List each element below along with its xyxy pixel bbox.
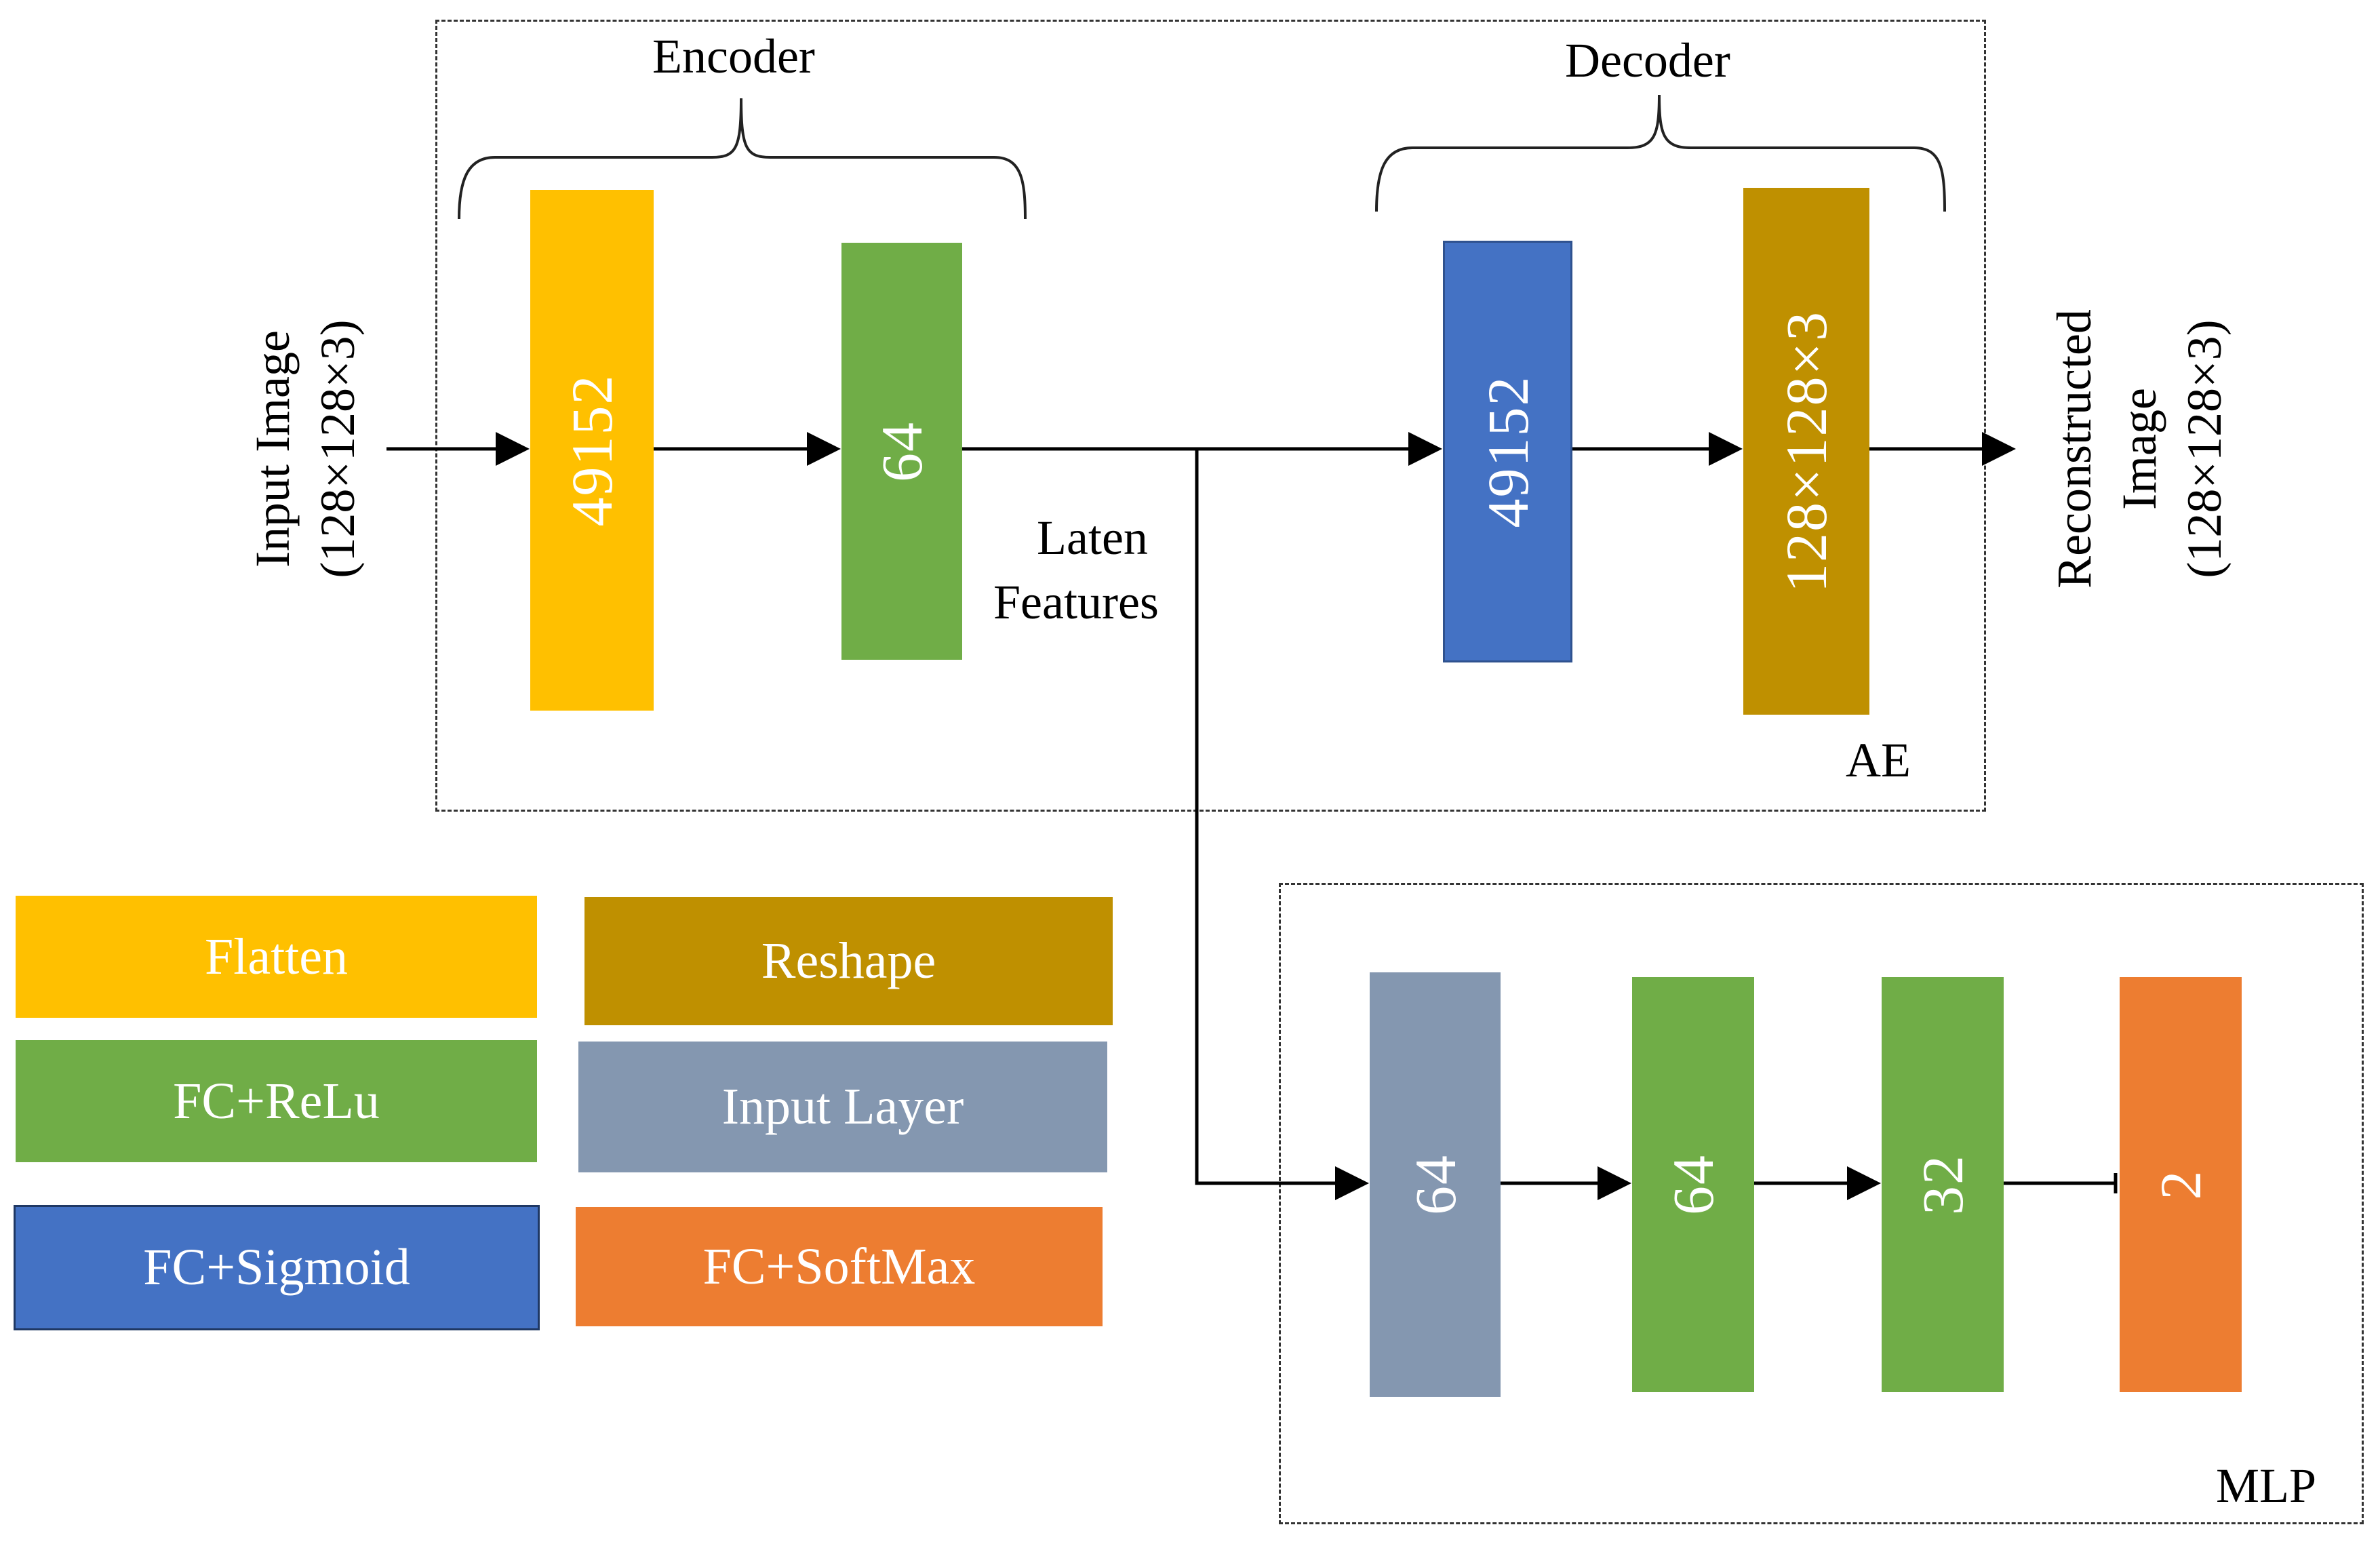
mlp-layer-hidden-2-label: 32 (1910, 1154, 1975, 1215)
legend-reshape-label: Reshape (761, 932, 936, 989)
legend-fc-relu: FC+ReLu (16, 1040, 537, 1162)
legend-flatten: Flatten (16, 896, 537, 1018)
legend-input-layer: Input Layer (578, 1042, 1107, 1172)
legend-input-layer-label: Input Layer (721, 1078, 964, 1135)
ae-layer-flatten: 49152 (530, 190, 654, 711)
mlp-layer-hidden-2: 32 (1882, 977, 2004, 1392)
latent-features-line2: Features (993, 575, 1159, 629)
input-image-label: Input Image (128×128×3) (240, 319, 370, 578)
mlp-layer-input: 64 (1370, 972, 1501, 1397)
legend-fc-sigmoid: FC+Sigmoid (14, 1205, 540, 1330)
legend-fc-relu-label: FC+ReLu (173, 1072, 380, 1130)
ae-layer-flatten-label: 49152 (559, 374, 624, 527)
encoder-label: Encoder (652, 29, 815, 83)
legend-reshape: Reshape (584, 897, 1113, 1025)
mlp-layer-hidden-1: 64 (1632, 977, 1754, 1392)
ae-layer-latent: 64 (841, 243, 962, 660)
mlp-layer-output: 2 (2120, 977, 2242, 1392)
legend-fc-sigmoid-label: FC+Sigmoid (143, 1239, 410, 1296)
input-image-label-line2: (128×128×3) (311, 319, 365, 578)
reconstructed-image-label-line1: Reconstructed (2047, 309, 2101, 589)
legend-flatten-label: Flatten (204, 928, 349, 985)
latent-features-line1: Laten (1037, 511, 1148, 565)
ae-layer-sigmoid: 49152 (1443, 241, 1572, 662)
ae-label: AE (1846, 733, 1911, 787)
legend-fc-softmax-label: FC+SoftMax (702, 1237, 976, 1295)
mlp-container (1279, 883, 2364, 1524)
decoder-label: Decoder (1565, 33, 1730, 87)
ae-layer-sigmoid-label: 49152 (1475, 375, 1541, 528)
reconstructed-image-label: Reconstructed Image (128×128×3) (2042, 309, 2237, 589)
reconstructed-image-label-line3: (128×128×3) (2177, 319, 2232, 578)
mlp-layer-input-label: 64 (1402, 1154, 1468, 1215)
latent-features-label: Laten Features (993, 506, 1159, 635)
legend-fc-softmax: FC+SoftMax (576, 1207, 1103, 1326)
ae-layer-reshape: 128×128×3 (1743, 188, 1869, 715)
mlp-layer-hidden-1-label: 64 (1661, 1154, 1726, 1215)
mlp-label: MLP (2216, 1459, 2317, 1513)
input-image-label-line1: Input Image (245, 330, 300, 568)
mlp-layer-output-label: 2 (2148, 1169, 2213, 1200)
ae-layer-reshape-label: 128×128×3 (1774, 310, 1839, 593)
reconstructed-image-label-line2: Image (2112, 388, 2166, 510)
ae-layer-latent-label: 64 (869, 420, 934, 482)
